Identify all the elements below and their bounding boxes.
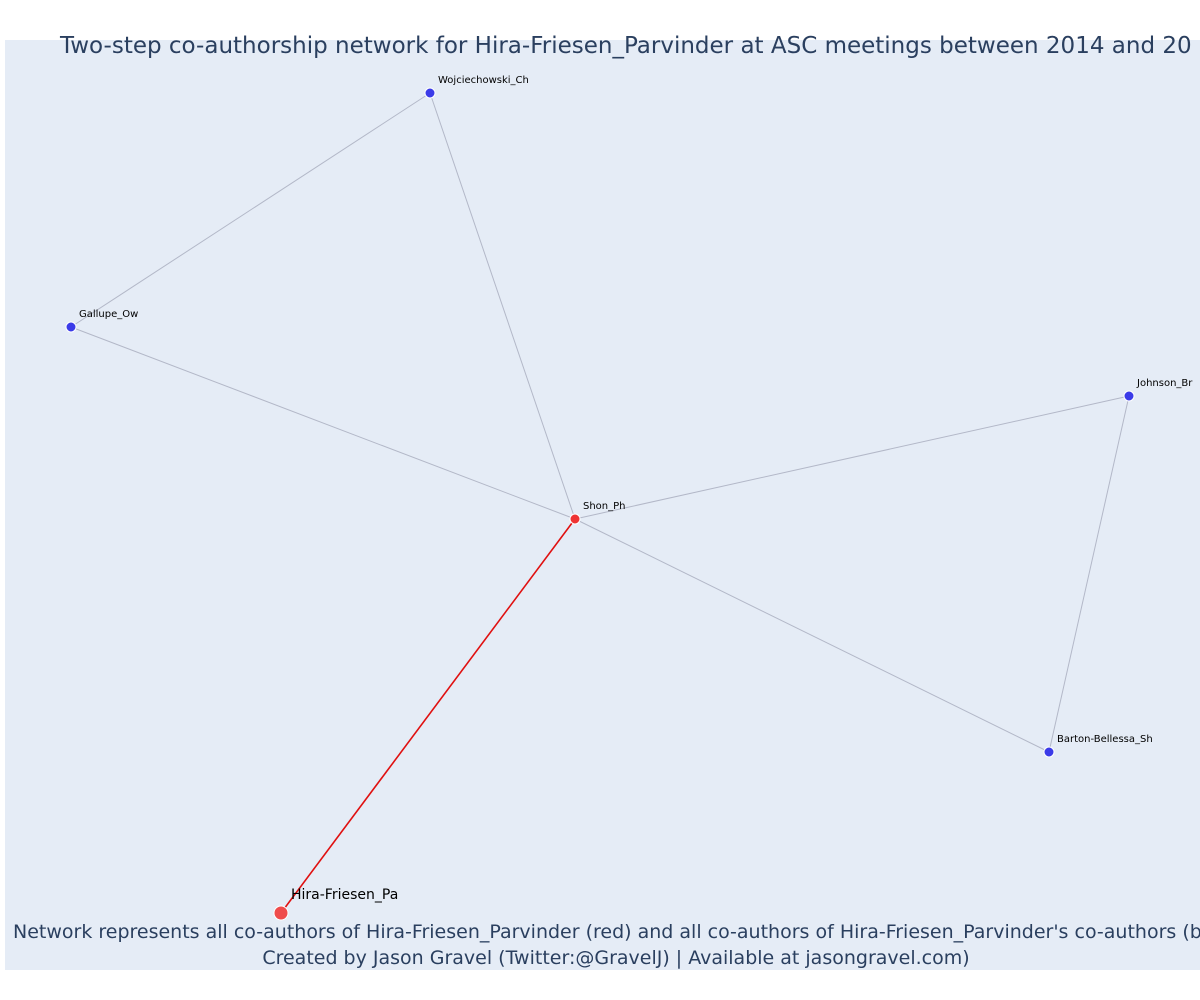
node-label-gallupe: Gallupe_Ow [79, 309, 138, 320]
edge-hira-shon [280, 518, 576, 914]
edge-wojciechowski-gallupe [70, 92, 431, 328]
node-gallupe[interactable] [65, 321, 77, 333]
node-shon[interactable] [569, 513, 581, 525]
node-label-barton: Barton-Bellessa_Sh [1057, 734, 1153, 745]
node-label-johnson: Johnson_Br [1136, 378, 1193, 389]
label-layer: Hira-Friesen_Pa Shon_Ph Wojciechowski_ChGa… [79, 75, 1193, 903]
plot-background [5, 40, 1200, 970]
edge-shon-gallupe [70, 326, 576, 520]
edge-layer [70, 92, 1130, 914]
node-layer [65, 87, 1135, 921]
caption-line-1: Network represents all co-authors of Hir… [13, 921, 1200, 943]
edge-shon-johnson [574, 395, 1130, 520]
edge-shon-barton [574, 518, 1050, 753]
chart-title: Two-step co-authorship network for Hira-… [59, 33, 1192, 59]
node-label-hira: Hira-Friesen_Pa [291, 887, 398, 903]
node-barton[interactable] [1043, 746, 1055, 758]
edge-johnson-barton [1048, 395, 1130, 753]
node-johnson[interactable] [1123, 390, 1135, 402]
node-wojciechowski[interactable] [424, 87, 436, 99]
node-label-shon: Shon_Ph [583, 501, 626, 512]
caption-line-2: Created by Jason Gravel (Twitter:@Gravel… [262, 947, 969, 969]
node-label-wojciechowski: Wojciechowski_Ch [438, 75, 529, 86]
edge-shon-wojciechowski [429, 92, 576, 520]
node-hira[interactable] [273, 905, 289, 921]
